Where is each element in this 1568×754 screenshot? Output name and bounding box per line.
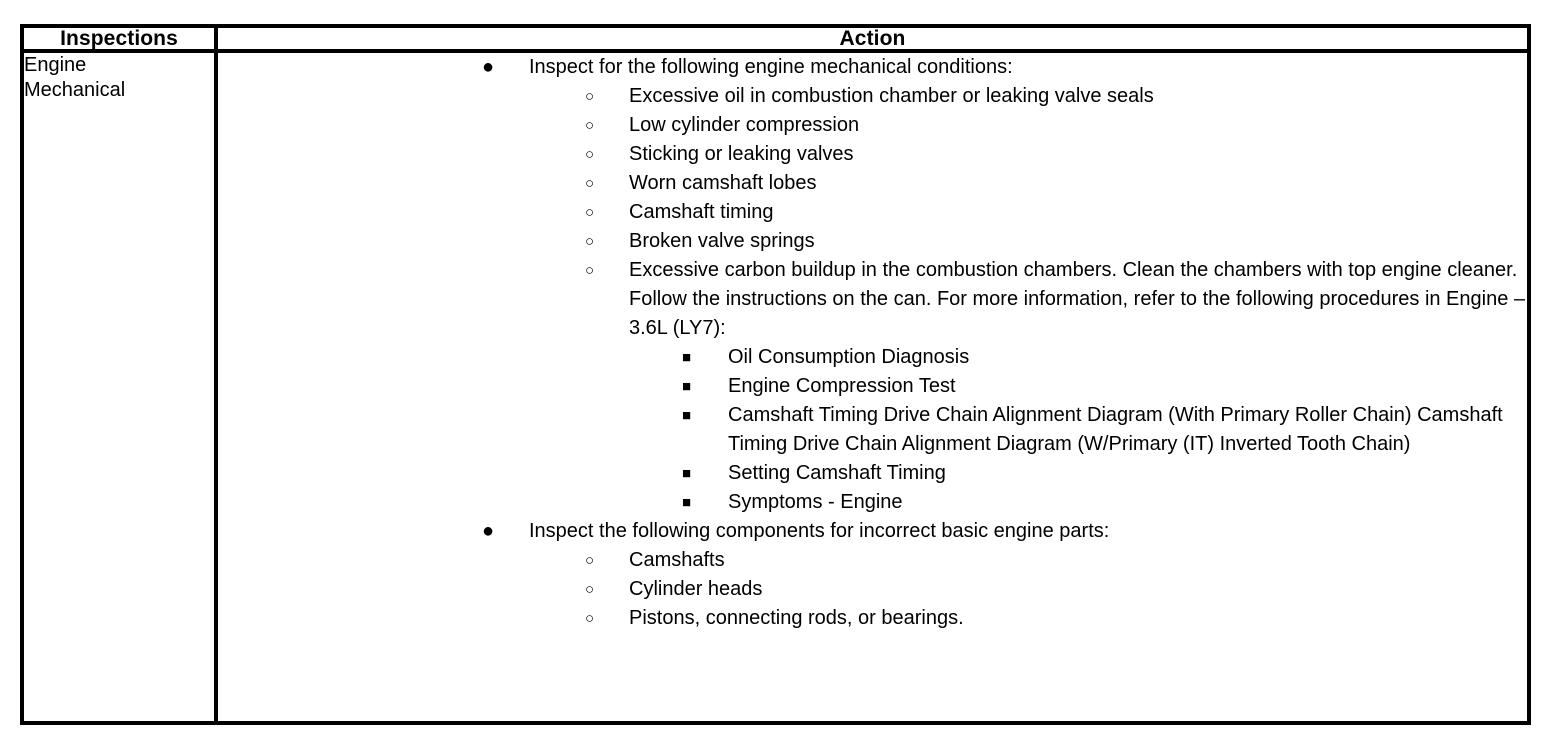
action-subitem: ○ Worn camshaft lobes: [218, 169, 1527, 198]
bullet-disc-icon: ●: [482, 520, 495, 542]
action-subsubitem-text: Setting Camshaft Timing: [728, 462, 946, 484]
action-subitem-text: Camshafts: [629, 549, 725, 571]
inspections-action-table: Inspections Action Engine Mechanical ● I…: [20, 24, 1531, 725]
action-subsubitem: ■ Symptoms - Engine: [218, 488, 1527, 517]
bullet-disc-icon: ●: [482, 56, 495, 78]
action-subitem: ○ Broken valve springs: [218, 227, 1527, 256]
table-row: Engine Mechanical ● Inspect for the foll…: [20, 51, 1531, 725]
action-subsubitem: ■ Camshaft Timing Drive Chain Alignment …: [218, 401, 1527, 459]
action-subitem-text: Low cylinder compression: [629, 114, 860, 136]
bullet-circle-icon: ○: [585, 262, 595, 279]
action-subsubitem-text: Oil Consumption Diagnosis: [728, 346, 970, 368]
table-body: Engine Mechanical ● Inspect for the foll…: [20, 51, 1531, 725]
action-subsubitem-text: Camshaft Timing Drive Chain Alignment Di…: [728, 404, 1503, 455]
action-subitem-text: Pistons, connecting rods, or bearings.: [629, 607, 964, 629]
cell-action-content: ● Inspect for the following engine mecha…: [216, 51, 1531, 725]
action-subitem-text: Camshaft timing: [629, 201, 774, 223]
bullet-square-icon: ■: [682, 378, 692, 395]
bullet-circle-icon: ○: [585, 146, 595, 163]
bullet-circle-icon: ○: [585, 610, 595, 627]
action-subitem: ○ Sticking or leaking valves: [218, 140, 1527, 169]
action-subsubitem: ■ Setting Camshaft Timing: [218, 459, 1527, 488]
table-header-row: Inspections Action: [20, 24, 1531, 53]
action-group-lead-text: Inspect the following components for inc…: [529, 520, 1110, 542]
action-subsubitem: ■ Engine Compression Test: [218, 372, 1527, 401]
action-subitem-text: Broken valve springs: [629, 230, 815, 252]
bullet-square-icon: ■: [682, 465, 692, 482]
action-subsubitem-text: Engine Compression Test: [728, 375, 956, 397]
cell-inspection-name: Engine Mechanical: [20, 51, 218, 725]
action-subitem: ○ Camshaft timing: [218, 198, 1527, 227]
action-group-lead-text: Inspect for the following engine mechani…: [529, 56, 1013, 78]
bullet-square-icon: ■: [682, 494, 692, 511]
action-subitem: ○ Excessive carbon buildup in the combus…: [218, 256, 1527, 343]
action-subitem: ○ Camshafts: [218, 546, 1527, 575]
bullet-circle-icon: ○: [585, 88, 595, 105]
action-subitem: ○ Pistons, connecting rods, or bearings.: [218, 604, 1527, 633]
action-subitem-text: Cylinder heads: [629, 578, 763, 600]
bullet-square-icon: ■: [682, 349, 692, 366]
bullet-circle-icon: ○: [585, 204, 595, 221]
action-subitem-text: Excessive oil in combustion chamber or l…: [629, 85, 1154, 107]
action-subitem-text: Worn camshaft lobes: [629, 172, 817, 194]
action-group-lead: ● Inspect the following components for i…: [218, 517, 1527, 546]
column-header-action: Action: [216, 24, 1531, 53]
action-subsubitem: ■ Oil Consumption Diagnosis: [218, 343, 1527, 372]
action-subitem: ○ Excessive oil in combustion chamber or…: [218, 82, 1527, 111]
action-list: ● Inspect for the following engine mecha…: [218, 53, 1527, 633]
action-subsubitem-text: Symptoms - Engine: [728, 491, 903, 513]
bullet-circle-icon: ○: [585, 175, 595, 192]
action-subitem-text: Sticking or leaking valves: [629, 143, 854, 165]
table-header: Inspections Action: [20, 24, 1531, 53]
action-subitem: ○ Low cylinder compression: [218, 111, 1527, 140]
action-subitem: ○ Cylinder heads: [218, 575, 1527, 604]
column-header-inspections: Inspections: [20, 24, 218, 53]
bullet-circle-icon: ○: [585, 581, 595, 598]
inspection-name-line-1: Engine: [24, 54, 87, 76]
bullet-circle-icon: ○: [585, 233, 595, 250]
inspection-name-line-2: Mechanical: [24, 79, 126, 101]
bullet-square-icon: ■: [682, 407, 692, 424]
bullet-circle-icon: ○: [585, 117, 595, 134]
action-group-lead: ● Inspect for the following engine mecha…: [218, 53, 1527, 82]
bullet-circle-icon: ○: [585, 552, 595, 569]
action-subitem-text: Excessive carbon buildup in the combusti…: [629, 259, 1526, 339]
